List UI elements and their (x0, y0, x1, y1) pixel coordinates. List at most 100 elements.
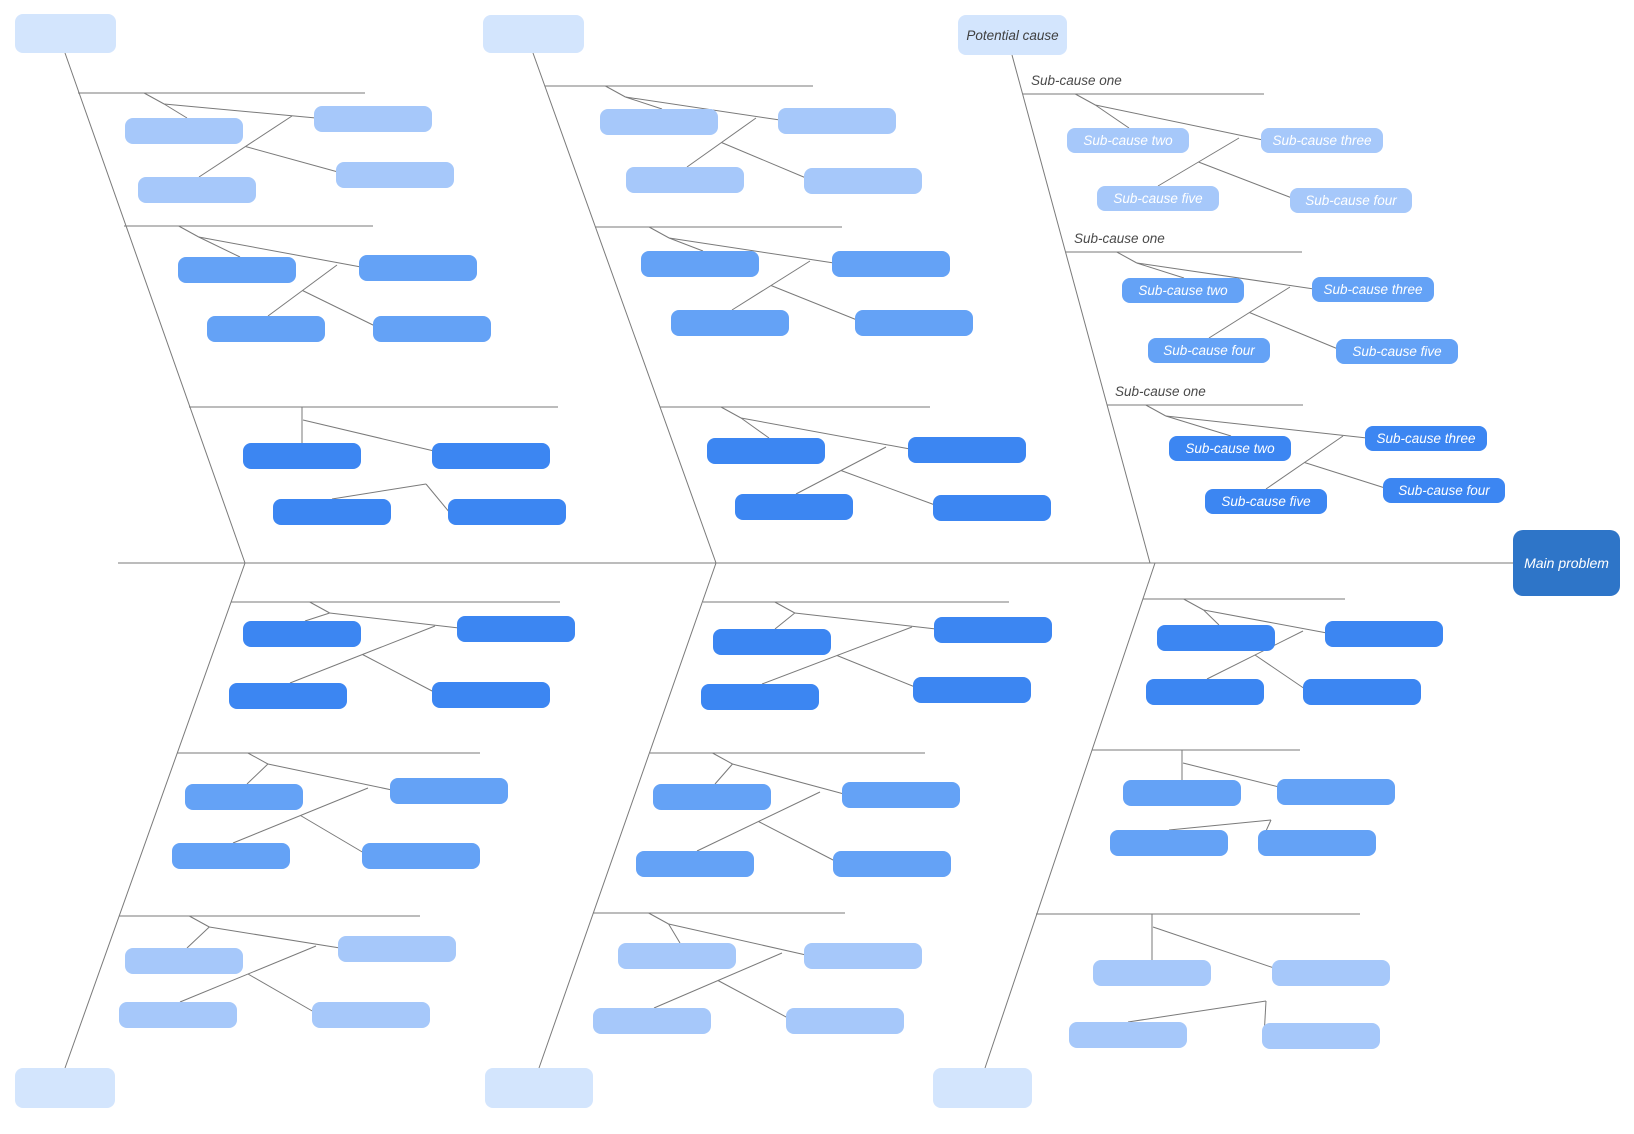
sub-cause-node[interactable] (833, 851, 951, 877)
connector-line (714, 763, 733, 785)
sub-cause-node[interactable] (312, 1002, 430, 1028)
sub-cause-node[interactable] (832, 251, 950, 277)
connector-line (648, 226, 670, 239)
connector-line (1165, 415, 1368, 439)
sub-cause-node[interactable] (1146, 679, 1264, 705)
connector-line (1127, 1000, 1267, 1023)
connector-line (1095, 104, 1130, 129)
sub-cause-node[interactable] (1325, 621, 1443, 647)
sub-cause-node[interactable] (701, 684, 819, 710)
connector-line (331, 483, 427, 500)
sub-cause-node[interactable] (1157, 625, 1275, 651)
sub-cause-node[interactable]: Sub-cause five (1205, 489, 1327, 514)
sub-cause-node[interactable] (934, 617, 1052, 643)
sub-cause-node[interactable] (243, 621, 361, 647)
sub-cause-node[interactable] (618, 943, 736, 969)
sub-cause-node[interactable] (207, 316, 325, 342)
sub-cause-node[interactable] (1110, 830, 1228, 856)
connector-line (717, 980, 789, 1019)
connector-line (246, 763, 269, 785)
potential-cause-node-empty[interactable] (15, 14, 116, 53)
sub-cause-node[interactable]: Sub-cause two (1169, 436, 1291, 461)
sub-cause-node[interactable]: Sub-cause two (1067, 128, 1189, 153)
sub-cause-node[interactable] (229, 683, 347, 709)
sub-cause-node[interactable] (273, 499, 391, 525)
sub-cause-node[interactable] (600, 109, 718, 135)
sub-cause-node[interactable] (243, 443, 361, 469)
sub-cause-node[interactable] (1277, 779, 1395, 805)
connector-line (1183, 598, 1204, 611)
sub-cause-node[interactable] (1303, 679, 1421, 705)
sub-cause-node[interactable] (1069, 1022, 1187, 1048)
potential-cause-node-empty[interactable] (933, 1068, 1032, 1108)
connector-line (1198, 161, 1293, 199)
potential-cause-node-empty[interactable] (483, 15, 584, 53)
sub-cause-node[interactable] (362, 843, 480, 869)
connector-line (304, 612, 330, 622)
sub-cause-node[interactable] (125, 948, 243, 974)
sub-cause-node[interactable] (432, 682, 550, 708)
sub-cause-node[interactable] (653, 784, 771, 810)
sub-cause-node[interactable] (448, 499, 566, 525)
sub-cause-one-label: Sub-cause one (1031, 73, 1122, 88)
sub-cause-node[interactable] (786, 1008, 904, 1034)
connector-line (605, 85, 626, 98)
sub-cause-node[interactable] (671, 310, 789, 336)
sub-cause-node[interactable] (626, 167, 744, 193)
sub-cause-node[interactable] (373, 316, 491, 342)
sub-cause-node[interactable] (593, 1008, 711, 1034)
sub-cause-node[interactable] (1123, 780, 1241, 806)
sub-cause-node[interactable] (390, 778, 508, 804)
sub-cause-node[interactable] (178, 257, 296, 283)
sub-cause-node[interactable] (1258, 830, 1376, 856)
sub-cause-node[interactable] (641, 251, 759, 277)
sub-cause-node[interactable]: Sub-cause four (1383, 478, 1505, 503)
sub-cause-node[interactable]: Sub-cause five (1336, 339, 1458, 364)
sub-cause-node[interactable]: Sub-cause three (1365, 426, 1487, 451)
main-problem-node[interactable]: Main problem (1513, 530, 1620, 596)
cause-branch-line (984, 562, 1156, 1069)
sub-cause-node[interactable] (185, 784, 303, 810)
sub-cause-node[interactable] (804, 943, 922, 969)
connector-line (209, 926, 341, 949)
sub-cause-node[interactable] (1262, 1023, 1380, 1049)
sub-cause-node[interactable] (457, 616, 575, 642)
sub-cause-node[interactable] (119, 1002, 237, 1028)
sub-cause-node[interactable]: Sub-cause three (1261, 128, 1383, 153)
sub-cause-node[interactable]: Sub-cause two (1122, 278, 1244, 303)
connector-line (625, 96, 663, 110)
sub-cause-node[interactable] (125, 118, 243, 144)
sub-cause-node[interactable] (336, 162, 454, 188)
sub-cause-node[interactable] (172, 843, 290, 869)
connector-line (721, 142, 807, 179)
potential-cause-node-empty[interactable] (485, 1068, 593, 1108)
sub-cause-node[interactable] (778, 108, 896, 134)
sub-cause-node[interactable] (1093, 960, 1211, 986)
sub-cause-node[interactable] (713, 629, 831, 655)
sub-cause-node[interactable] (855, 310, 973, 336)
sub-cause-node[interactable] (138, 177, 256, 203)
sub-cause-node[interactable] (636, 851, 754, 877)
sub-cause-node[interactable] (338, 936, 456, 962)
sub-cause-node[interactable] (908, 437, 1026, 463)
sub-cause-node[interactable] (359, 255, 477, 281)
sub-cause-node[interactable] (432, 443, 550, 469)
sub-cause-node[interactable] (804, 168, 922, 194)
connector-line (189, 915, 210, 928)
sub-cause-node[interactable] (913, 677, 1031, 703)
sub-cause-node[interactable]: Sub-cause five (1097, 186, 1219, 211)
sub-cause-node[interactable] (314, 106, 432, 132)
potential-cause-node[interactable]: Potential cause (958, 15, 1067, 55)
sub-cause-node[interactable]: Sub-cause four (1148, 338, 1270, 363)
sub-cause-node[interactable]: Sub-cause four (1290, 188, 1412, 213)
connector-line (774, 612, 796, 630)
sub-cause-node[interactable] (933, 495, 1051, 521)
sub-cause-node[interactable] (707, 438, 825, 464)
sub-cause-node[interactable]: Sub-cause three (1312, 277, 1434, 302)
sub-cause-node[interactable] (842, 782, 960, 808)
connector-line (668, 923, 681, 944)
potential-cause-node-empty[interactable] (15, 1068, 115, 1108)
sub-cause-node[interactable] (735, 494, 853, 520)
sub-cause-node[interactable] (1272, 960, 1390, 986)
